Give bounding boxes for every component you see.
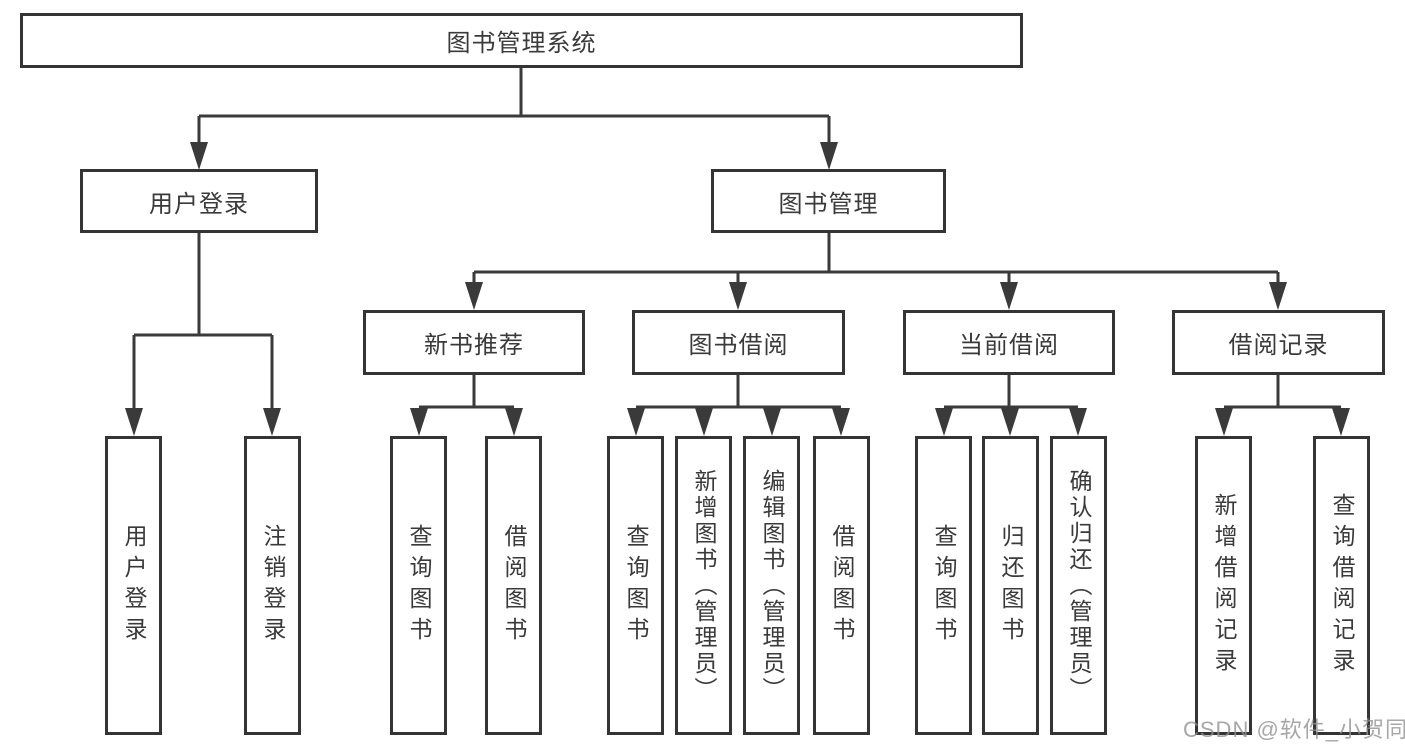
node-label: 用户登录 bbox=[121, 523, 147, 648]
node-label: 图书管理 bbox=[778, 190, 879, 218]
node-label: 借阅记录 bbox=[1228, 332, 1329, 359]
node-user-login: 用户登录 bbox=[80, 169, 318, 233]
node-edit-book-admin: 编辑图书（管理员） bbox=[743, 436, 800, 735]
node-label: 借阅图书 bbox=[501, 523, 527, 648]
node-query-books-borrowing: 查询图书 bbox=[607, 436, 664, 735]
node-confirm-return-admin: 确认归还（管理员） bbox=[1050, 436, 1107, 735]
node-label: 新增图书（管理员） bbox=[691, 468, 717, 703]
node-label: 归还图书 bbox=[998, 523, 1024, 648]
node-book-borrowing: 图书借阅 bbox=[632, 310, 845, 375]
node-label: 借阅图书 bbox=[829, 523, 855, 648]
node-library-management-system: 图书管理系统 bbox=[20, 13, 1023, 68]
node-query-borrow-record: 查询借阅记录 bbox=[1313, 436, 1370, 735]
node-user-login-leaf: 用户登录 bbox=[105, 436, 162, 735]
node-label: 图书借阅 bbox=[688, 332, 789, 359]
node-label: 编辑图书（管理员） bbox=[759, 468, 785, 703]
node-return-book: 归还图书 bbox=[982, 436, 1039, 735]
node-borrowing-records: 借阅记录 bbox=[1172, 310, 1385, 375]
node-label: 查询图书 bbox=[406, 523, 432, 648]
node-label: 新增借阅记录 bbox=[1211, 492, 1237, 679]
node-label: 用户登录 bbox=[149, 190, 249, 218]
node-add-book-admin: 新增图书（管理员） bbox=[675, 436, 732, 735]
node-query-books-current: 查询图书 bbox=[915, 436, 972, 735]
node-borrow-books-borrowing: 借阅图书 bbox=[813, 436, 870, 735]
node-book-management: 图书管理 bbox=[711, 169, 946, 233]
node-label: 新书推荐 bbox=[424, 332, 524, 359]
node-query-books-recommend: 查询图书 bbox=[390, 436, 447, 735]
node-label: 注销登录 bbox=[260, 523, 286, 648]
node-add-borrow-record: 新增借阅记录 bbox=[1195, 436, 1252, 735]
node-label: 查询图书 bbox=[931, 523, 957, 648]
watermark-text: CSDN @软件_小贺同学 bbox=[1183, 717, 1405, 742]
node-label: 确认归还（管理员） bbox=[1066, 468, 1092, 703]
node-label: 图书管理系统 bbox=[446, 30, 597, 57]
node-label: 当前借阅 bbox=[959, 332, 1059, 359]
node-label: 查询图书 bbox=[623, 523, 649, 648]
node-current-borrowing: 当前借阅 bbox=[903, 310, 1115, 375]
node-logout: 注销登录 bbox=[244, 436, 301, 735]
node-label: 查询借阅记录 bbox=[1329, 492, 1355, 679]
node-borrow-books-recommend: 借阅图书 bbox=[485, 436, 542, 735]
node-new-book-recommend: 新书推荐 bbox=[363, 310, 585, 375]
